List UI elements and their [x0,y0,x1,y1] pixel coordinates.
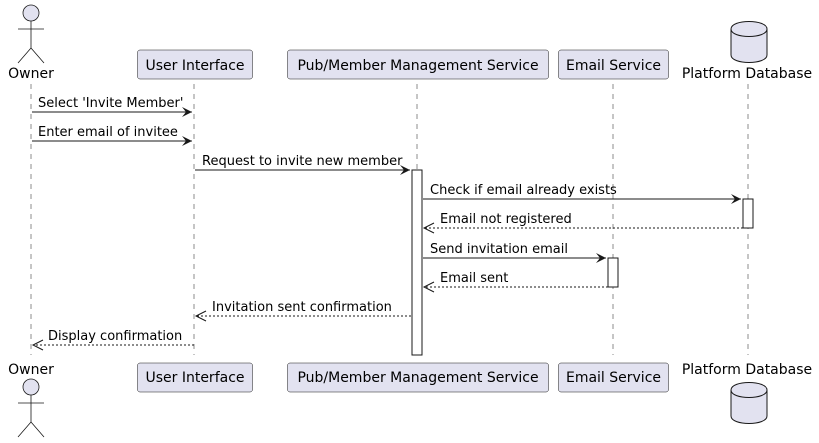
participant-user-interface-bottom: User Interface [137,362,253,393]
message-arrow: Enter email of invitee [32,125,192,146]
participants-top: Owner User Interface Pub/Member Manageme… [8,4,812,82]
participant-label-email-service-bottom: Email Service [566,370,661,386]
messages: Select 'Invite Member' Enter email of in… [31,96,743,351]
message-label: Request to invite new member [202,154,403,169]
actor-icon [22,4,40,22]
message-arrow: Check if email already exists [423,183,741,204]
message-label: Check if email already exists [430,183,617,198]
message-arrow: Send invitation email [423,242,606,263]
actor-body-icon [17,21,45,64]
activation-platform-database [742,198,754,229]
participant-label-email-service: Email Service [566,58,661,74]
participant-platform-database-bottom: Platform Database [682,362,812,424]
participant-pub-member-service-bottom: Pub/Member Management Service [287,362,549,393]
message-return-arrow: Email sent [422,271,608,293]
message-label: Email not registered [440,212,572,227]
participant-label-platform-database-bottom: Platform Database [682,362,812,378]
message-arrow: Select 'Invite Member' [32,96,192,117]
participant-pub-member-service-top: Pub/Member Management Service [287,49,549,80]
activation-bars [411,169,754,356]
participants-bottom: Owner User Interface Pub/Member Manageme… [8,362,812,438]
message-label: Select 'Invite Member' [38,96,183,111]
activation-pub-member-service [411,169,423,356]
participant-user-interface-top: User Interface [137,49,253,80]
participant-label-pub-member-service: Pub/Member Management Service [297,58,538,74]
message-return-arrow: Email not registered [422,212,743,234]
message-label: Email sent [440,271,508,286]
activation-email-service [607,257,619,288]
actor-body-icon [17,395,45,438]
actor-icon [22,378,40,396]
participant-email-service-top: Email Service [558,49,669,80]
database-icon [730,382,768,424]
message-arrow: Request to invite new member [195,154,410,175]
message-label: Display confirmation [48,329,182,344]
participant-label-pub-member-service-bottom: Pub/Member Management Service [297,370,538,386]
participant-label-owner-bottom: Owner [8,362,54,378]
message-label: Enter email of invitee [38,125,178,140]
message-return-arrow: Display confirmation [31,329,194,351]
actor-owner-top: Owner [8,4,54,82]
participant-email-service-bottom: Email Service [558,362,669,393]
actor-owner-bottom: Owner [8,362,54,438]
participant-label-user-interface: User Interface [145,58,244,74]
participant-label-user-interface-bottom: User Interface [145,370,244,386]
message-label: Invitation sent confirmation [212,300,392,315]
message-return-arrow: Invitation sent confirmation [194,300,411,322]
participant-platform-database-top: Platform Database [682,21,812,82]
participant-label-platform-database: Platform Database [682,66,812,82]
participant-label-owner: Owner [8,66,54,82]
message-label: Send invitation email [430,242,568,257]
database-icon [730,21,768,63]
